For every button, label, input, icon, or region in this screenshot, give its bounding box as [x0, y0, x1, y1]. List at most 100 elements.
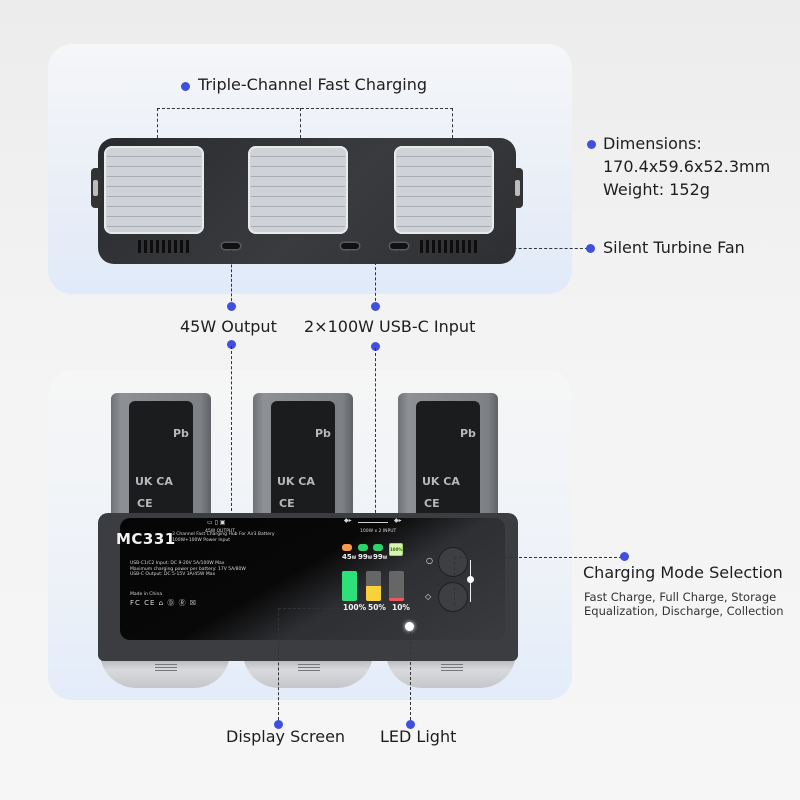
front-panel: [120, 518, 505, 640]
battery-label-plate: UK CA CE Pb: [129, 401, 193, 519]
callout-dot: [227, 302, 236, 311]
battery: UK CA CE Pb: [398, 393, 498, 519]
slot-rib: [107, 226, 201, 227]
slot-rib: [397, 206, 491, 207]
power-reading: 99W: [373, 553, 388, 561]
spec-lines: USB-C1/C2 Input: DC 9-20V 5A/100W Max Ma…: [130, 561, 246, 578]
slot-rib: [397, 176, 491, 177]
slot-rib: [107, 216, 201, 217]
spec-line: USB-C Output: DC 5-15V 3A/45W Max: [130, 572, 216, 577]
callout-dot: [586, 244, 595, 253]
slot-rib: [107, 186, 201, 187]
slot-rib: [107, 176, 201, 177]
callout-line: [488, 248, 588, 249]
drone-logo-icon: ◆▸: [394, 517, 402, 524]
input-divider: [358, 522, 388, 523]
ce-mark: CE: [279, 497, 295, 510]
button-bracket: [470, 582, 471, 602]
power-reading: 99W: [358, 553, 373, 561]
slot-rib: [397, 166, 491, 167]
slot-rib: [107, 156, 201, 157]
callout-line: [410, 632, 411, 720]
slot-rib: [251, 176, 345, 177]
slot-rib: [251, 186, 345, 187]
mode-button-diamond[interactable]: [438, 582, 468, 612]
callout-line: [157, 108, 453, 109]
description-line: 3 Channel Fast Charging Hub For Air3 Bat…: [172, 532, 275, 537]
battery-slot: [248, 146, 348, 234]
slot-rib: [397, 186, 491, 187]
callout-line: [350, 250, 351, 262]
mode-button-circle[interactable]: [438, 547, 468, 577]
certification-marks: FC CE ⌂ Ⓓ Ⓡ ☒: [130, 599, 198, 607]
callout-line: [231, 346, 232, 516]
model-name: MC331: [116, 530, 176, 548]
spec-line: Maximum charging power per battery: 17V …: [130, 566, 246, 572]
callout-line: [157, 108, 158, 138]
callout-dot: [274, 720, 283, 729]
slot-rib: [251, 216, 345, 217]
slot-rib: [397, 226, 491, 227]
power-reading: 45W: [342, 553, 357, 561]
battery: UK CA CE Pb: [253, 393, 353, 519]
callout-line: [454, 557, 455, 605]
description-line: 100W+100W Power Input: [172, 537, 230, 543]
made-in-label: Made in China: [130, 592, 163, 597]
pb-mark: Pb: [315, 427, 331, 440]
button-bracket: [470, 560, 471, 580]
callout-dot: [227, 340, 236, 349]
input-label-small: 100W x 2 INPUT: [360, 529, 397, 534]
battery-percent: 50%: [368, 603, 386, 612]
callout-line: [454, 557, 622, 558]
weight-value: Weight: 152g: [603, 180, 710, 199]
battery-level-1: [342, 571, 357, 601]
charging-hub-top-view: [91, 138, 523, 264]
callout-dot: [406, 720, 415, 729]
output-port-label: 45W OUTPUT: [205, 529, 235, 534]
slot-rib: [107, 166, 201, 167]
power-badge: [342, 544, 352, 551]
spec-line: USB-C1/C2 Input: DC 9-20V 5A/100W Max: [130, 561, 225, 566]
usb-c-input-port-1: [341, 243, 359, 249]
dimensions-value: 170.4x59.6x52.3mm: [603, 157, 771, 176]
slot-rib: [397, 156, 491, 157]
callout-dot: [371, 342, 380, 351]
power-badge: [373, 544, 383, 551]
battery-percent: 10%: [392, 603, 410, 612]
charging-mode-desc: Equalization, Discharge, Collection: [584, 604, 784, 618]
led-light-label: LED Light: [380, 727, 457, 746]
ukca-mark: UK CA: [277, 475, 315, 488]
triple-channel-label: Triple-Channel Fast Charging: [198, 75, 427, 94]
bracket-node: [467, 576, 474, 583]
slot-rib: [397, 216, 491, 217]
pb-mark: Pb: [460, 427, 476, 440]
side-latch: [513, 168, 523, 208]
callout-line: [300, 108, 301, 138]
battery-label-plate: UK CA CE Pb: [271, 401, 335, 519]
callout-dot: [620, 552, 629, 561]
battery-level-3: [389, 571, 404, 601]
fan-vent-left: [138, 240, 189, 253]
callout-line: [375, 262, 376, 306]
battery-level-2: [366, 571, 381, 601]
drone-logo-icon: ◆▸: [344, 517, 352, 524]
battery-slot: [104, 146, 204, 234]
full-charge-badge: 100%: [389, 543, 403, 556]
ce-mark: CE: [424, 497, 440, 510]
slot-rib: [251, 196, 345, 197]
callout-dot: [181, 82, 190, 91]
callout-dot: [587, 140, 596, 149]
side-latch: [91, 168, 101, 208]
slot-rib: [251, 156, 345, 157]
battery-percent: 100%: [343, 603, 367, 612]
battery-label-plate: UK CA CE Pb: [416, 401, 480, 519]
fan-vent-right: [420, 240, 477, 253]
diamond-icon: ◇: [425, 592, 432, 601]
callout-line: [231, 250, 232, 306]
fan-label: Silent Turbine Fan: [603, 238, 745, 257]
led-light: [405, 622, 414, 631]
callout-line: [278, 608, 340, 609]
slot-rib: [397, 196, 491, 197]
callout-dot: [371, 302, 380, 311]
dimensions-title: Dimensions:: [603, 134, 702, 153]
